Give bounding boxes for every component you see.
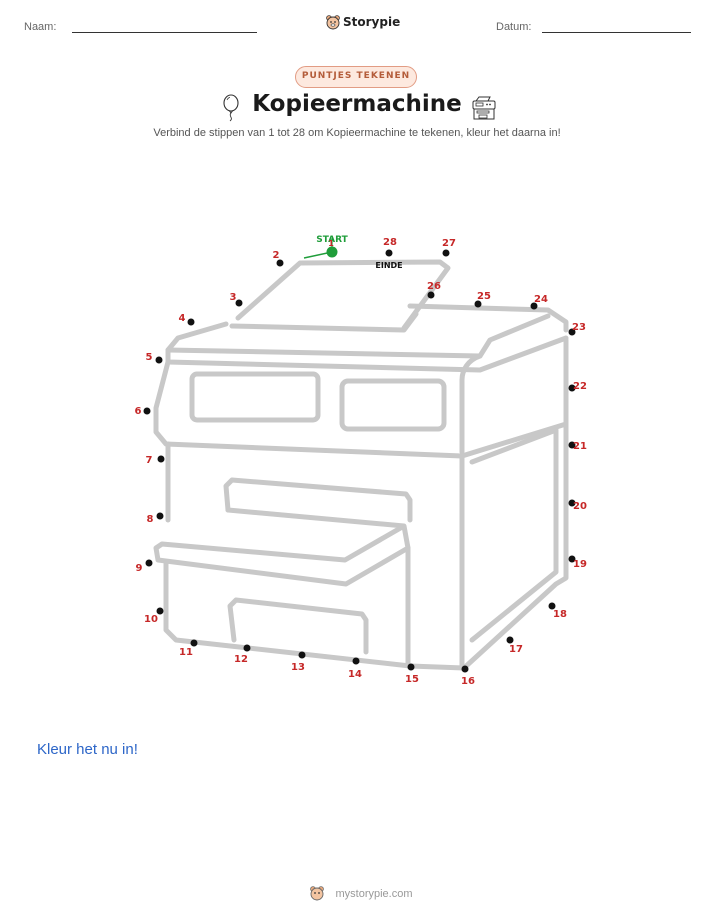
dot-2[interactable] bbox=[276, 259, 284, 267]
page-title: Kopieermachine bbox=[252, 91, 462, 117]
dot-10[interactable] bbox=[156, 607, 164, 615]
dot-number-20: 20 bbox=[573, 501, 587, 512]
dot-3[interactable] bbox=[235, 299, 243, 307]
dot-16[interactable] bbox=[461, 665, 469, 673]
dot-18[interactable] bbox=[548, 602, 556, 610]
dot-22[interactable] bbox=[568, 384, 576, 392]
dot-4[interactable] bbox=[187, 318, 195, 326]
dot-number-12: 12 bbox=[234, 654, 248, 665]
dot-number-27: 27 bbox=[442, 238, 456, 249]
dot-number-19: 19 bbox=[573, 559, 587, 570]
dot-number-6: 6 bbox=[135, 406, 142, 417]
dot-7[interactable] bbox=[157, 455, 165, 463]
dot-number-2: 2 bbox=[273, 250, 280, 261]
name-line[interactable] bbox=[72, 32, 257, 33]
dot-28[interactable] bbox=[385, 249, 393, 257]
dot-25[interactable] bbox=[474, 300, 482, 308]
dot-number-24: 24 bbox=[534, 294, 548, 305]
storypie-mascot-icon bbox=[325, 14, 341, 30]
dot-9[interactable] bbox=[145, 559, 153, 567]
activity-badge: PUNTJES TEKENEN bbox=[295, 66, 417, 88]
dot-number-28: 28 bbox=[383, 237, 397, 248]
dot-number-7: 7 bbox=[146, 455, 153, 466]
name-label: Naam: bbox=[24, 21, 57, 33]
dot-number-15: 15 bbox=[405, 674, 419, 685]
dot-8[interactable] bbox=[156, 512, 164, 520]
dot-21[interactable] bbox=[568, 441, 576, 449]
dot-number-9: 9 bbox=[136, 563, 143, 574]
color-it-prompt: Kleur het nu in! bbox=[37, 741, 138, 758]
dot-23[interactable] bbox=[568, 328, 576, 336]
dot-number-23: 23 bbox=[572, 322, 586, 333]
dot-number-8: 8 bbox=[147, 514, 154, 525]
dot-number-1: 1 bbox=[328, 239, 334, 248]
footer-mascot-icon bbox=[309, 885, 325, 901]
dot-number-21: 21 bbox=[573, 441, 587, 452]
dot-number-14: 14 bbox=[348, 669, 362, 680]
dot-5[interactable] bbox=[155, 356, 163, 364]
dot-number-11: 11 bbox=[179, 647, 193, 658]
dot-20[interactable] bbox=[568, 499, 576, 507]
dot-number-22: 22 bbox=[573, 381, 587, 392]
footer-url: mystorypie.com bbox=[335, 888, 413, 900]
dot-27[interactable] bbox=[442, 249, 450, 257]
dot-number-18: 18 bbox=[553, 609, 567, 620]
dot-number-13: 13 bbox=[291, 662, 305, 673]
dot-number-17: 17 bbox=[509, 644, 523, 655]
start-label: START bbox=[316, 235, 348, 245]
dot-1[interactable] bbox=[326, 246, 338, 258]
dot-number-5: 5 bbox=[146, 352, 153, 363]
dot-13[interactable] bbox=[298, 651, 306, 659]
brand-name: Storypie bbox=[343, 15, 401, 29]
instructions: Verbind de stippen van 1 tot 28 om Kopie… bbox=[153, 127, 561, 139]
balloon-icon bbox=[220, 94, 242, 122]
copier-outline bbox=[153, 259, 569, 671]
dot-number-4: 4 bbox=[179, 313, 186, 324]
dot-12[interactable] bbox=[243, 644, 251, 652]
dot-17[interactable] bbox=[506, 636, 514, 644]
dot-11[interactable] bbox=[190, 639, 198, 647]
dot-14[interactable] bbox=[352, 657, 360, 665]
dot-19[interactable] bbox=[568, 555, 576, 563]
dot-number-26: 26 bbox=[427, 281, 441, 292]
date-line[interactable] bbox=[542, 32, 691, 33]
copier-icon bbox=[470, 95, 498, 121]
dot-number-3: 3 bbox=[230, 292, 237, 303]
dot-number-10: 10 bbox=[144, 614, 158, 625]
end-label: EINDE bbox=[375, 261, 402, 270]
dot-6[interactable] bbox=[143, 407, 151, 415]
date-label: Datum: bbox=[496, 21, 532, 33]
dot-24[interactable] bbox=[530, 302, 538, 310]
dot-26[interactable] bbox=[427, 291, 435, 299]
dot-number-25: 25 bbox=[477, 291, 491, 302]
dot-number-16: 16 bbox=[461, 676, 475, 687]
dot-15[interactable] bbox=[407, 663, 415, 671]
